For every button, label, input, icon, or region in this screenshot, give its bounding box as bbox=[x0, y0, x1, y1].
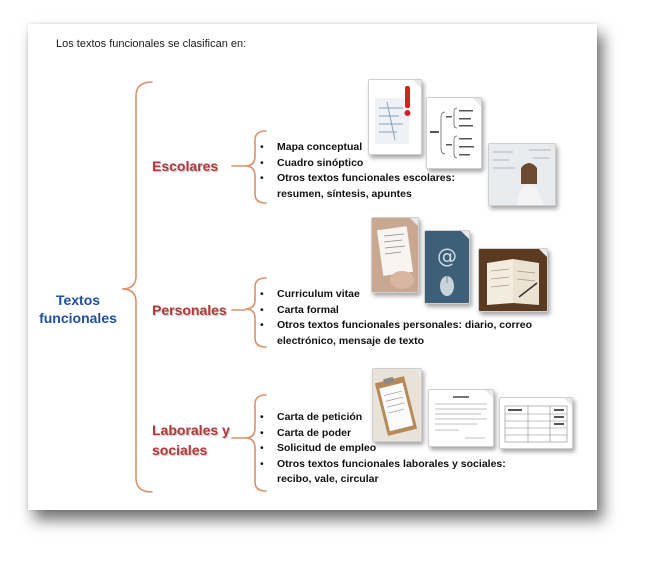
escolares-list: Mapa conceptual Cuadro sinóptico Otros t… bbox=[260, 140, 455, 202]
list-item: Otros textos funcionales escolares: bbox=[260, 171, 455, 187]
list-item: Mapa conceptual bbox=[260, 140, 455, 156]
category-escolares: Escolares bbox=[152, 156, 218, 176]
list-item-continuation: recibo, vale, circular bbox=[277, 473, 379, 485]
power-letter-image bbox=[428, 389, 494, 447]
diary-notebook-image bbox=[478, 248, 548, 312]
category-label-line-2: sociales bbox=[152, 442, 208, 458]
list-item-continuation: electrónico, mensaje de texto bbox=[277, 334, 425, 347]
list-item: Otros textos funcionales laborales y soc… bbox=[260, 457, 506, 473]
category-label: Escolares bbox=[152, 158, 219, 174]
category-personales: Personales bbox=[152, 300, 227, 320]
main-label-line-1: Textos bbox=[55, 292, 101, 308]
clipboard-form-image bbox=[372, 368, 422, 442]
main-bracket bbox=[121, 81, 153, 493]
personales-bracket bbox=[244, 277, 267, 348]
email-mouse-image: @ bbox=[424, 230, 470, 304]
list-item: Carta formal bbox=[260, 303, 532, 319]
category-label-line-1: Laborales y bbox=[152, 422, 230, 438]
list-item: Otros textos funcionales personales: dia… bbox=[260, 318, 532, 334]
list-item: Cuadro sinóptico bbox=[260, 156, 455, 172]
laborales-list: Carta de petición Carta de poder Solicit… bbox=[260, 410, 506, 488]
synoptic-chart-image bbox=[426, 97, 482, 169]
concept-map-image bbox=[368, 79, 422, 155]
student-whiteboard-image bbox=[488, 143, 556, 206]
intro-text: Los textos funcionales se clasifican en: bbox=[56, 38, 247, 50]
job-application-image bbox=[499, 397, 573, 449]
svg-text:@: @ bbox=[437, 244, 457, 268]
cv-document-image bbox=[371, 217, 419, 293]
list-item: Solicitud de empleo bbox=[260, 441, 506, 457]
list-item-continuation: resumen, síntesis, apuntes bbox=[277, 187, 412, 200]
list-item: Curriculum vitae bbox=[260, 287, 532, 303]
list-item: Carta de poder bbox=[260, 426, 506, 442]
main-label: Textos funcionales bbox=[38, 291, 118, 327]
category-label: Personales bbox=[152, 302, 227, 318]
list-item: Carta de petición bbox=[260, 410, 506, 426]
personales-list: Curriculum vitae Carta formal Otros text… bbox=[260, 287, 532, 349]
main-label-line-2: funcionales bbox=[39, 310, 117, 326]
category-laborales-sociales: Laborales y sociales bbox=[152, 420, 230, 460]
